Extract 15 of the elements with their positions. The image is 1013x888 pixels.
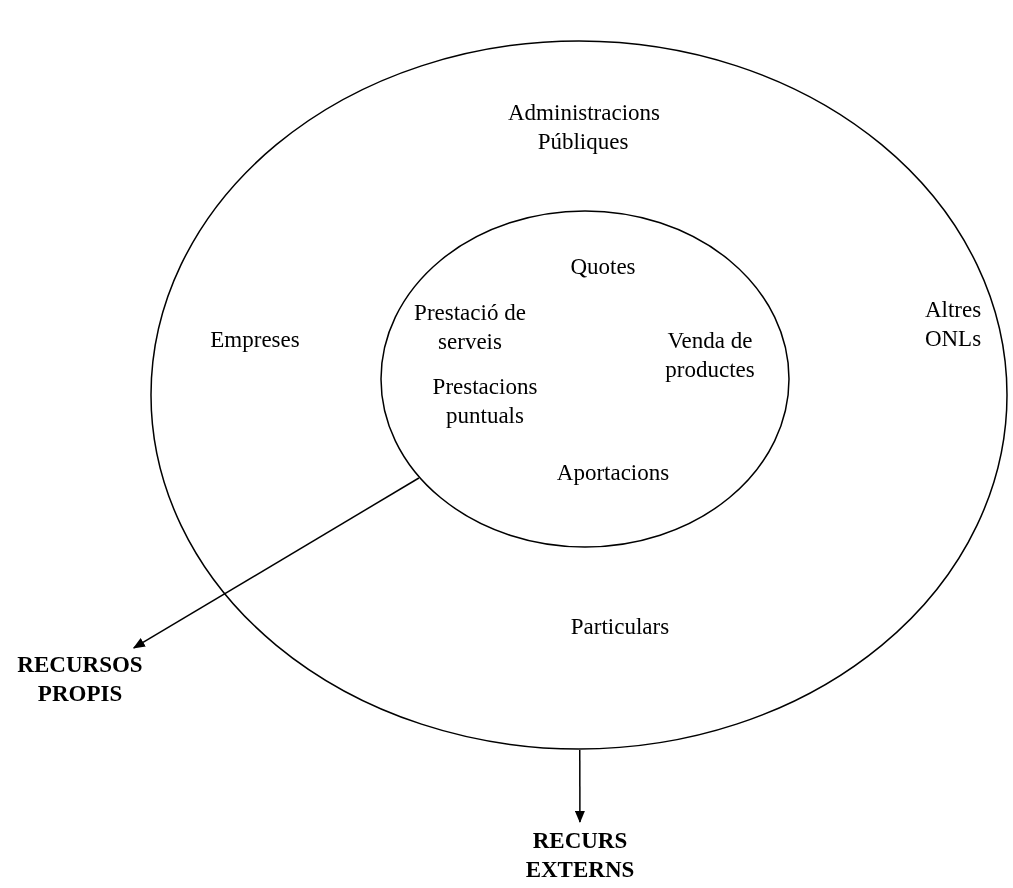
bold-label: RECURS EXTERNS [524,827,636,884]
circle-label: Quotes [569,253,637,281]
outer-circle [150,40,1008,750]
inner-circle [380,210,790,548]
circle-label: Venda de productes [664,327,756,384]
bold-label: RECURSOS PROPIS [16,651,144,708]
circle-label: Prestació de serveis [413,299,527,356]
arrow [132,477,420,649]
circle-label: Administracions Públiques [508,99,658,156]
circle-label: Prestacions puntuals [431,373,539,430]
circle-label: Empreses [209,326,301,354]
circle-label: Particulars [569,613,671,641]
arrow [574,749,585,823]
circle-label: Altres ONLs [923,296,983,353]
circle-label: Aportacions [555,459,671,487]
